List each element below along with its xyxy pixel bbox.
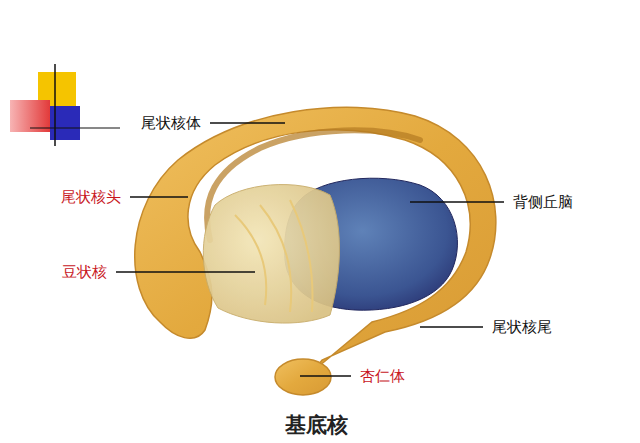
part-label: 尾状核尾 — [491, 317, 553, 337]
caption: 基底核 — [285, 412, 348, 438]
part-label: 尾状核体 — [140, 113, 202, 133]
caudate-nucleus — [135, 107, 496, 368]
part-label: 杏仁体 — [359, 366, 406, 386]
corner-decoration — [10, 64, 120, 146]
lentiform-nucleus — [203, 185, 339, 324]
part-label: 尾状核头 — [60, 187, 122, 207]
part-label: 豆状核 — [61, 262, 108, 282]
lentiform-striations — [235, 200, 313, 312]
amygdala — [275, 359, 331, 395]
part-label: 背侧丘脑 — [512, 192, 574, 212]
leader-lines — [116, 123, 504, 376]
